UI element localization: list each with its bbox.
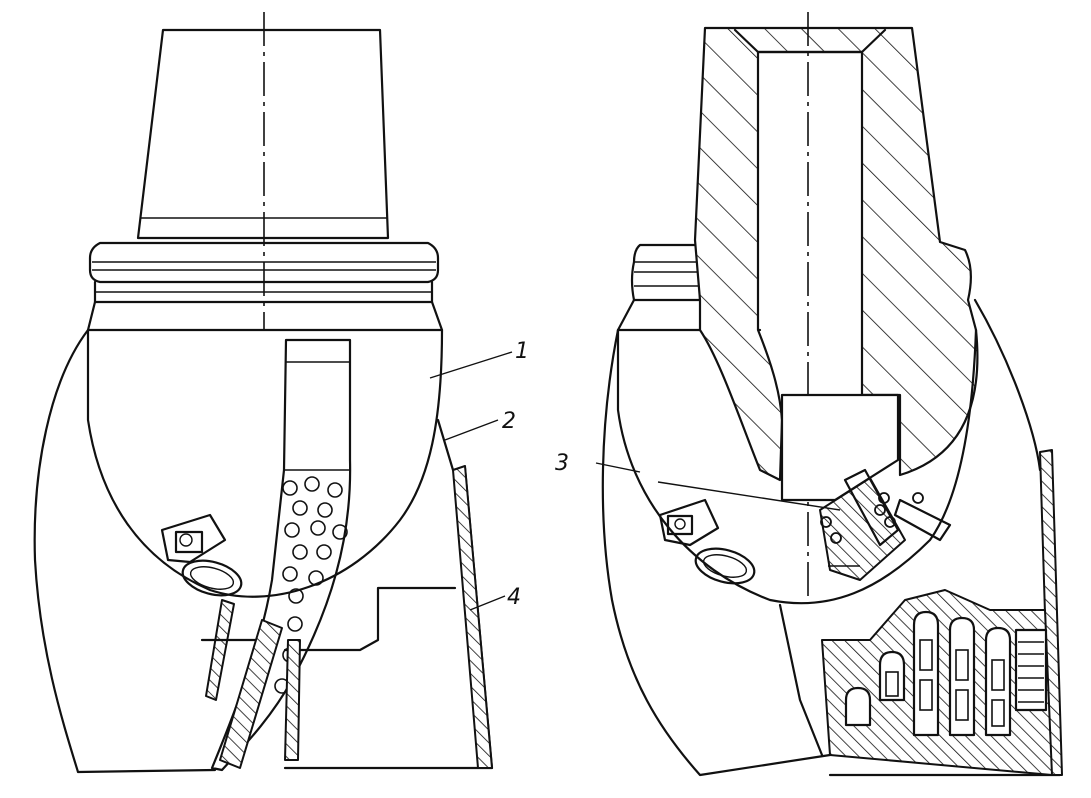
nozzle-boss (160, 513, 227, 564)
section-blade-edge (778, 603, 824, 757)
label-2: 2 (502, 409, 516, 434)
section-dome (616, 328, 978, 605)
leader-3-inner (657, 481, 841, 511)
label-1: 1 (515, 339, 529, 364)
nozzle-outlet (181, 559, 243, 597)
gauge-strip (452, 465, 493, 769)
tapered-pin (136, 28, 390, 240)
leader-4 (469, 595, 506, 611)
body-leg-left (33, 328, 217, 774)
bearing-assembly (780, 393, 952, 581)
section-nozzle-outlet (694, 547, 756, 585)
section-view: 3 (555, 12, 1063, 777)
shoulder-collar (86, 241, 444, 332)
label-3: 3 (555, 451, 569, 476)
bore-outline (733, 28, 887, 54)
cone-section (821, 589, 1053, 776)
nozzle-hole-small (179, 533, 193, 547)
leader-1 (429, 351, 513, 379)
body-dome (86, 328, 444, 598)
leader-3 (595, 462, 641, 473)
label-4: 4 (507, 585, 521, 610)
cone-cutter (205, 338, 352, 772)
lower-body-outline (200, 586, 457, 652)
leader-2 (444, 419, 499, 441)
nozzle-slot (174, 530, 204, 554)
section-leg-left (601, 328, 832, 777)
section-nozzle-boss (658, 498, 720, 547)
left-leg-strip (284, 639, 301, 761)
exterior-view: 1 2 4 (33, 12, 529, 774)
